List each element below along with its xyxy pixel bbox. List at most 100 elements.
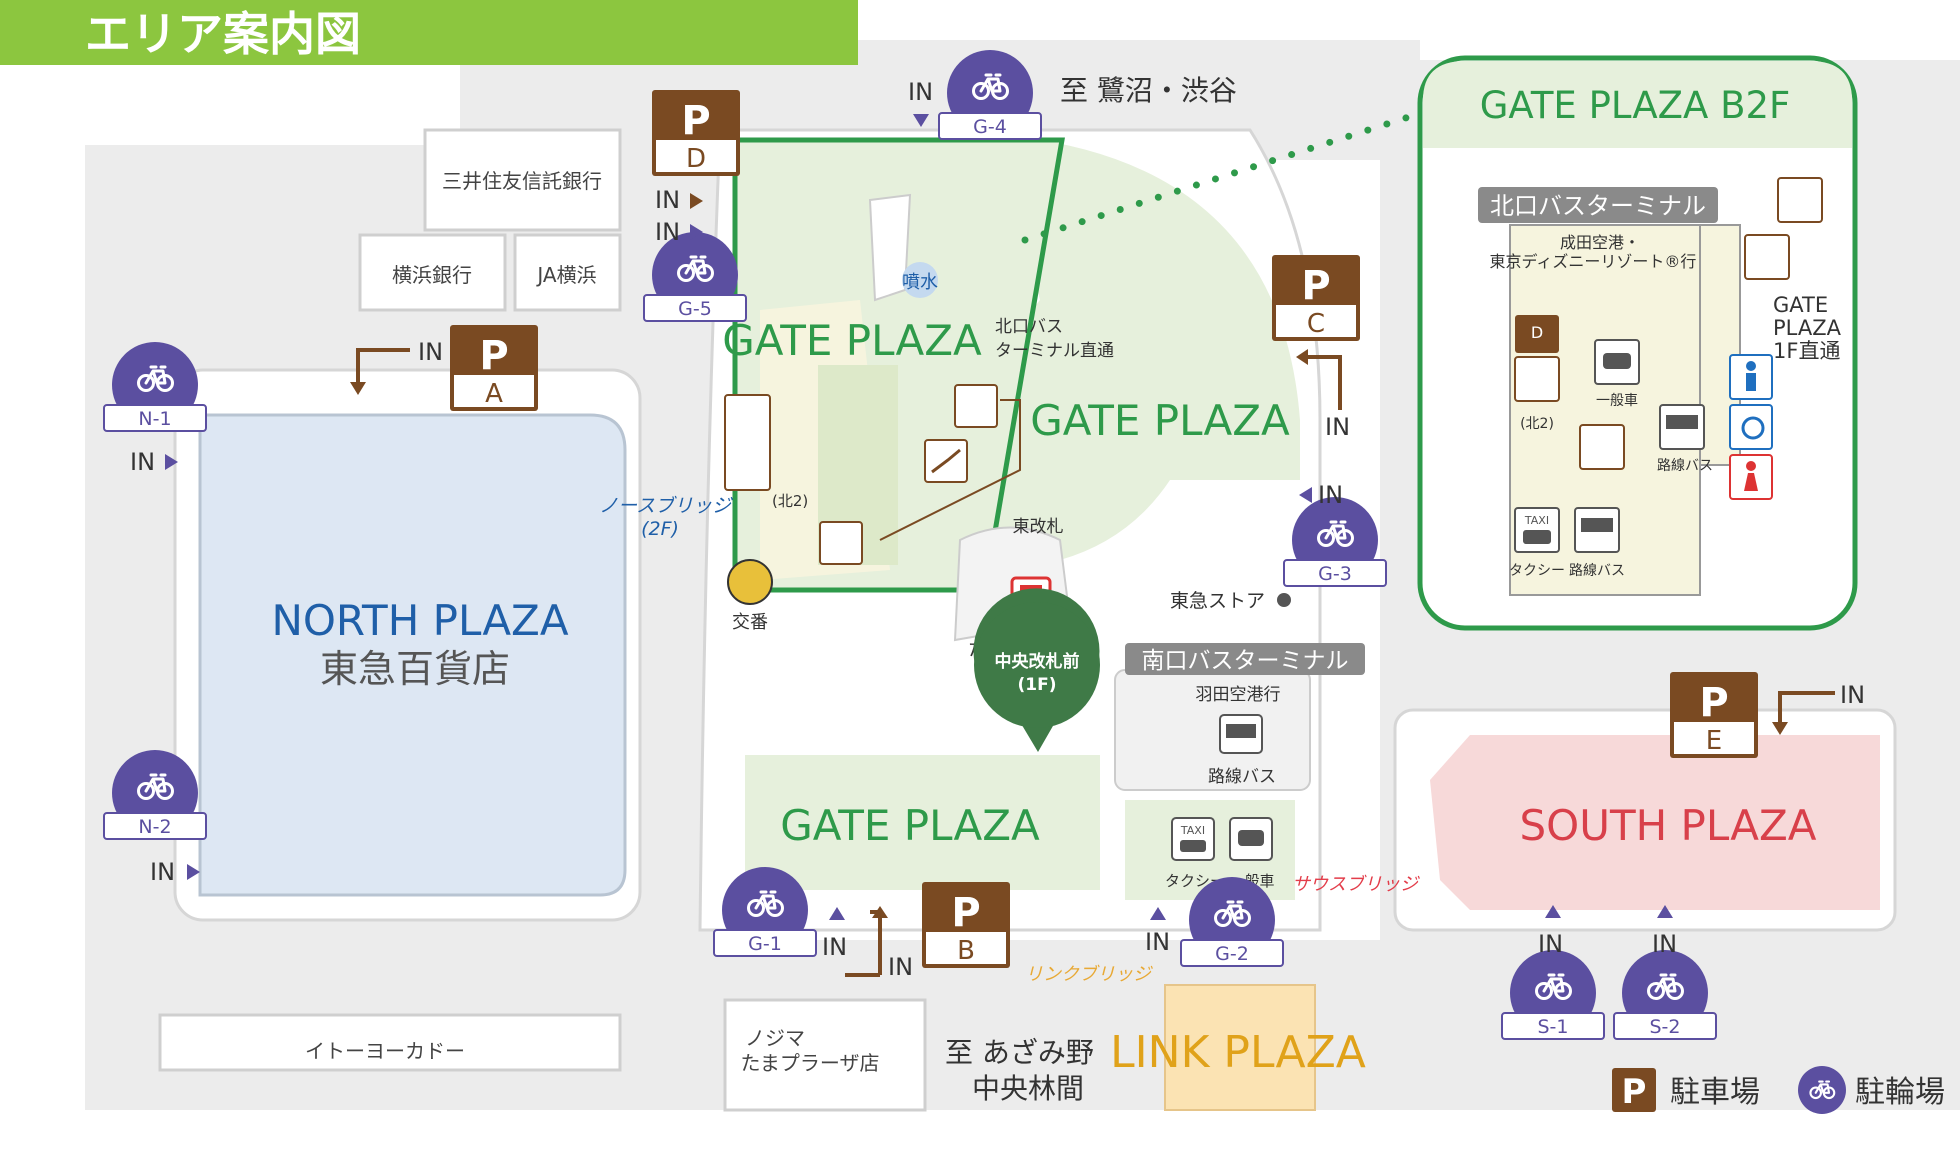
legend: P 駐車場 駐輪場 xyxy=(1612,1066,1945,1114)
destinations: 至 鷺沼・渋谷 至 あざみ野 中央林間 xyxy=(945,74,1237,1105)
in-label: IN xyxy=(418,338,443,366)
in-label: IN xyxy=(1318,481,1343,509)
direct-label: PLAZA xyxy=(1773,316,1842,340)
building-label: たまプラーザ店 xyxy=(741,1051,880,1075)
in-label: IN xyxy=(655,218,680,246)
gate-plaza-name: GATE PLAZA xyxy=(780,801,1040,850)
inset-route-bus-2: 路線バス xyxy=(1569,563,1625,579)
inset-general-car: 一般車 xyxy=(1596,392,1638,409)
north-bus-direct-label: 北口バス xyxy=(995,317,1063,337)
bike-lot-n-1[interactable]: N-1 xyxy=(103,342,207,432)
parking-id: B xyxy=(957,936,975,966)
north-plaza[interactable]: NORTH PLAZA 東急百貨店 xyxy=(198,413,627,897)
direct-label: 1F直通 xyxy=(1773,339,1840,363)
inset-taxi-sign: TAXI xyxy=(1524,514,1549,527)
gate-plaza-name: GATE PLAZA xyxy=(722,316,982,365)
elevator-icon xyxy=(819,521,863,565)
parking-id: A xyxy=(485,379,503,409)
south-plaza-name: SOUTH PLAZA xyxy=(1520,801,1817,850)
parking-marker-e[interactable]: P E xyxy=(1670,672,1758,758)
in-label: IN xyxy=(1840,681,1865,709)
east-gate-label: 東改札 xyxy=(1013,517,1064,537)
bike-lot-id: S-2 xyxy=(1649,1016,1680,1038)
bike-lot-id: G-4 xyxy=(973,116,1007,138)
south-bridge-label: サウスブリッジ xyxy=(1292,874,1420,895)
station-center: 東改札 た xyxy=(953,517,1311,791)
taxi-icon-body xyxy=(1523,530,1551,544)
elevator-icon xyxy=(954,384,998,428)
bike-lot-g-1[interactable]: G-1 xyxy=(713,867,817,957)
bike-lot-id: G-1 xyxy=(748,933,782,955)
building-label: 三井住友信託銀行 xyxy=(442,169,602,193)
bike-lot-id: N-2 xyxy=(138,816,171,838)
tokyu-store-label: 東急ストア xyxy=(1170,590,1265,612)
north-plaza-name: NORTH PLAZA xyxy=(271,596,568,645)
parking-id: E xyxy=(1706,726,1722,756)
bike-lot-s-2[interactable]: S-2 xyxy=(1613,950,1717,1040)
in-label: IN xyxy=(1145,928,1170,956)
gate-plaza-region[interactable]: 噴水 GATE PLAZA GATE PLAZA GATE PLAZA xyxy=(722,135,1300,900)
bike-lot-g-2[interactable]: G-2 xyxy=(1180,877,1284,967)
elevator-icon xyxy=(1514,356,1560,402)
gate-plaza-name: GATE PLAZA xyxy=(1030,396,1290,445)
parking-mark: P xyxy=(1699,680,1728,726)
gate-plaza-b2f-inset[interactable]: GATE PLAZA B2F 北口バスターミナル 成田空港・ 東京ディズニーリゾ… xyxy=(1417,55,1858,631)
escalator-icon xyxy=(1744,234,1790,280)
elevator-note: (北2) xyxy=(772,492,808,510)
link-bridge-label: リンクブリッジ xyxy=(1025,964,1153,985)
elevator-icon xyxy=(1579,424,1625,470)
building-label: イトーヨーカドー xyxy=(305,1039,465,1063)
bike-lot-n-2[interactable]: N-2 xyxy=(103,750,207,840)
entrance-markers: IN IN IN IN IN IN IN IN IN IN IN IN IN I… xyxy=(130,78,1865,981)
pin-label: (1F) xyxy=(1018,675,1057,695)
elevator-icon xyxy=(1777,177,1823,223)
current-location-pin[interactable]: 中央改札前 (1F) xyxy=(973,588,1101,752)
parking-legend-mark: P xyxy=(1622,1072,1647,1112)
bike-legend-label: 駐輪場 xyxy=(1855,1075,1945,1110)
parking-id: C xyxy=(1307,309,1325,339)
parking-marker-a[interactable]: P A xyxy=(450,325,538,411)
haneda-label: 羽田空港行 xyxy=(1196,685,1281,705)
inset-terminal-title: 北口バスターミナル xyxy=(1490,192,1706,220)
parking-legend-icon xyxy=(1612,1068,1656,1112)
link-plaza[interactable]: LINK PLAZA xyxy=(1110,984,1366,1111)
south-plaza[interactable]: SOUTH PLAZA xyxy=(1430,735,1880,910)
parking-legend-label: 駐車場 xyxy=(1670,1075,1760,1110)
parking-marker-b[interactable]: P B xyxy=(922,882,1010,968)
car-icon-body xyxy=(1603,353,1631,369)
inset-elevator-note: (北2) xyxy=(1520,416,1554,432)
koban-icon xyxy=(727,559,773,605)
link-plaza-name: LINK PLAZA xyxy=(1110,1027,1366,1078)
bike-lot-g-3[interactable]: G-3 xyxy=(1283,497,1387,587)
building-label: ノジマ xyxy=(745,1026,805,1050)
south-destination: 至 あざみ野 xyxy=(945,1036,1094,1069)
taxi-icon-body xyxy=(1180,840,1206,852)
parking-marker-c[interactable]: P C xyxy=(1272,255,1360,341)
building-label: 横浜銀行 xyxy=(392,263,472,287)
inset-route-bus: 路線バス xyxy=(1657,458,1713,474)
accessible-restroom-icon xyxy=(1729,404,1773,450)
pin-label: 中央改札前 xyxy=(995,651,1080,672)
gate-plaza-facilities: 北口バス ターミナル直通 (北2) ノースブリッジ (2F) 交番 東急ストア xyxy=(599,317,1291,633)
bus-icon-window xyxy=(1581,518,1613,532)
narita-label: 成田空港・ xyxy=(1560,233,1640,252)
bike-lot-g-5[interactable]: G-5 xyxy=(643,232,747,322)
north-bus-direct-label: ターミナル直通 xyxy=(995,341,1114,361)
direct-label: GATE xyxy=(1773,293,1828,317)
car-icon-body xyxy=(1238,830,1264,846)
route-bus-label: 路線バス xyxy=(1208,767,1276,787)
in-label: IN xyxy=(1538,930,1563,958)
parking-marker-d[interactable]: P D xyxy=(652,90,740,176)
narita-label: 東京ディズニーリゾート®行 xyxy=(1490,252,1697,271)
parking-mark: P xyxy=(1301,263,1330,309)
parking-d-mini-label: D xyxy=(1531,323,1543,342)
bike-lot-g-4[interactable]: G-4 xyxy=(938,50,1042,140)
in-label: IN xyxy=(130,448,155,476)
parking-mark: P xyxy=(681,98,710,144)
in-label: IN xyxy=(655,186,680,214)
page-title: エリア案内図 xyxy=(85,7,361,61)
in-label: IN xyxy=(888,953,913,981)
tokyu-store-marker xyxy=(1277,593,1291,607)
bike-lot-s-1[interactable]: S-1 xyxy=(1501,950,1605,1040)
